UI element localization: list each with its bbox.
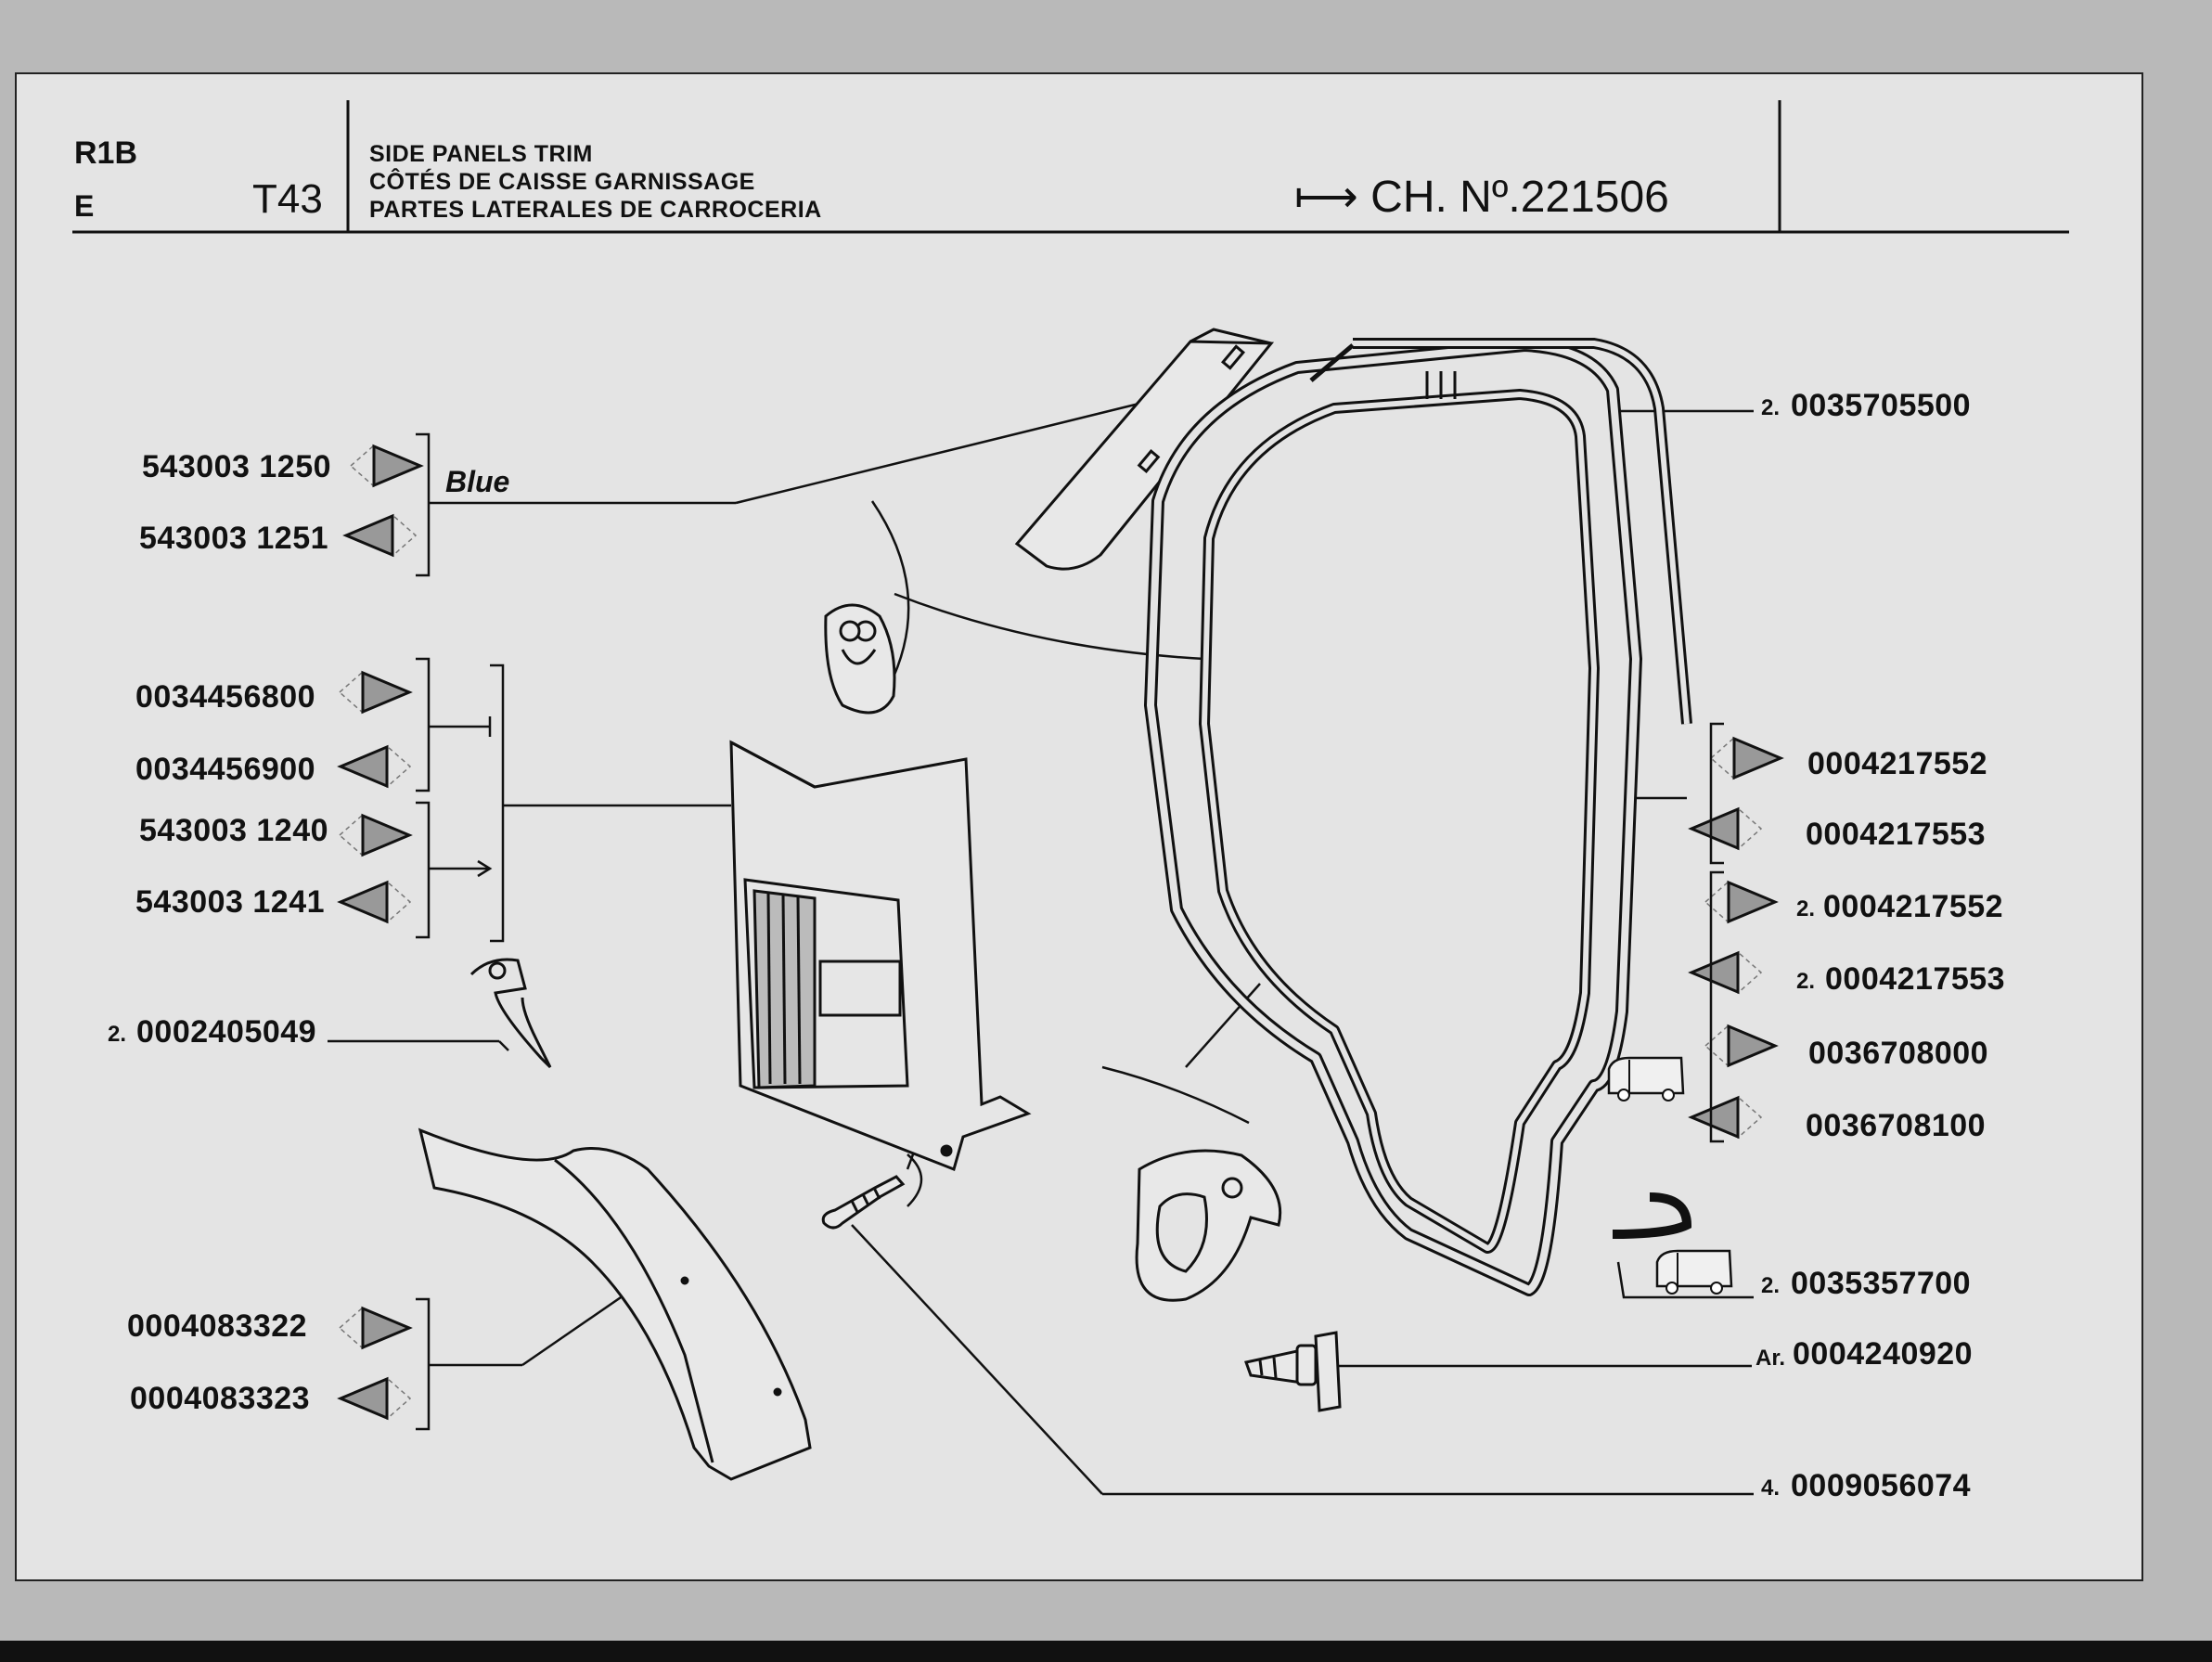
part-number-right-8: 0035357700	[1791, 1266, 1972, 1301]
part-number-left-7: 0002405049	[136, 1014, 317, 1050]
hook-clip	[469, 958, 552, 1069]
title-fr: CÔTÉS DE CAISSE GARNISSAGE	[369, 169, 755, 195]
qty-right-10: 4.	[1761, 1475, 1781, 1501]
door-seal-frame	[1144, 338, 1692, 1296]
qty-right-9: Ar.	[1755, 1346, 1786, 1371]
pillar-trim	[1014, 328, 1275, 571]
part-number-left-4: 0034456900	[135, 752, 316, 787]
part-number-right-4: 0004217552	[1823, 889, 2004, 924]
chassis-number: ⟼ CH. Nº.221506	[1294, 171, 1669, 223]
part-number-right-3: 0004217553	[1806, 817, 1987, 852]
part-number-right-7: 0036708100	[1806, 1108, 1987, 1143]
language-code: E	[74, 189, 95, 223]
qty-right-4: 2.	[1796, 896, 1816, 921]
part-number-right-9: 0004240920	[1793, 1336, 1974, 1372]
qty-right-1: 2.	[1761, 395, 1781, 420]
part-number-left-8: 0004083322	[127, 1308, 308, 1344]
title-es: PARTES LATERALES DE CARROCERIA	[369, 197, 822, 223]
part-number-right-6: 0036708000	[1808, 1036, 1989, 1071]
part-number-right-10: 0009056074	[1791, 1468, 1972, 1503]
chassis-label: CH. Nº.221506	[1370, 173, 1669, 222]
title-en: SIDE PANELS TRIM	[369, 141, 593, 167]
header-rules	[72, 100, 2069, 234]
chassis-arrow-icon: ⟼	[1294, 173, 1358, 222]
table-code: T43	[252, 176, 323, 222]
qty-right-5: 2.	[1796, 969, 1816, 994]
part-number-left-3: 0034456800	[135, 679, 316, 715]
model-code: R1B	[74, 135, 138, 171]
screw	[821, 1175, 906, 1230]
exploded-parts-diagram	[72, 100, 2069, 1496]
rear-trim-panel	[729, 740, 1032, 1171]
part-number-left-2: 543003 1251	[139, 521, 329, 556]
qty-left-7: 2.	[108, 1022, 127, 1047]
hinge-clip	[1135, 1149, 1282, 1302]
color-note: Blue	[445, 465, 510, 498]
part-number-left-5: 543003 1240	[139, 813, 329, 848]
part-number-right-2: 0004217552	[1807, 746, 1988, 781]
left-arrow-markers	[338, 444, 422, 1421]
parts-catalog-sheet: R1B E T43 SIDE PANELS TRIM CÔTÉS DE CAIS…	[15, 72, 2143, 1581]
part-number-left-1: 543003 1250	[142, 449, 332, 484]
part-number-right-1: 0035705500	[1791, 388, 1972, 423]
part-number-right-5: 0004217553	[1825, 961, 2006, 997]
qty-right-8: 2.	[1761, 1273, 1781, 1298]
wire-clip	[824, 603, 896, 715]
push-rivet	[1244, 1331, 1342, 1412]
van-icon	[1607, 1056, 1733, 1295]
wheel-arch-trim	[418, 1127, 812, 1481]
right-brackets	[851, 409, 1754, 1496]
left-brackets	[328, 393, 1177, 1431]
part-number-left-9: 0004083323	[130, 1381, 311, 1416]
right-arrow-markers	[1690, 736, 1782, 1140]
part-number-left-6: 543003 1241	[135, 884, 326, 920]
scanner-edge	[0, 1641, 2212, 1662]
